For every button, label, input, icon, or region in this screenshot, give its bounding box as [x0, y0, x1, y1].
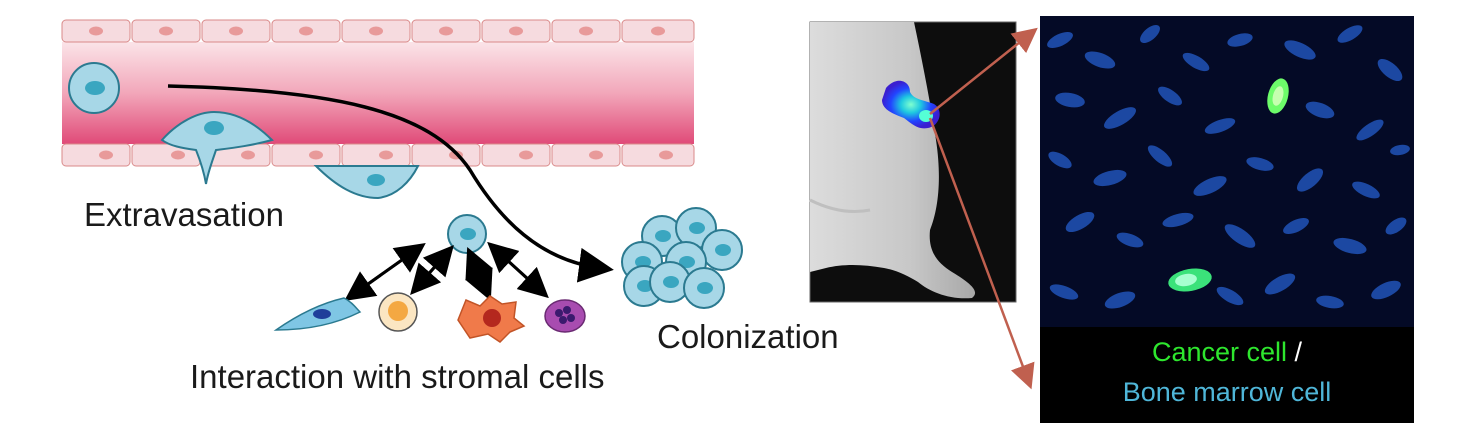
circulating-tumor-cell: [68, 62, 120, 114]
endothelial-cell: [271, 19, 341, 43]
interaction-label: Interaction with stromal cells: [190, 358, 605, 395]
legend-separator: /: [1287, 337, 1303, 367]
endothelial-cell: [131, 19, 201, 43]
cancer-cell-signal: [1267, 78, 1289, 114]
colonization-label: Colonization: [657, 318, 839, 355]
endothelial-cell: [481, 19, 551, 43]
endothelial-cell: [481, 143, 551, 167]
legend-line-bone-marrow: Bone marrow cell: [1040, 377, 1414, 408]
bone-marrow-nuclei: [1047, 25, 1410, 309]
stromal-interaction-group: [273, 214, 586, 343]
mouse-tail-shadow: [809, 198, 871, 214]
endothelial-cell: [341, 143, 411, 167]
endothelial-cell: [271, 143, 341, 167]
mouse-body: [810, 22, 976, 299]
endothelial-cell: [61, 19, 131, 43]
endothelial-cell: [621, 19, 695, 43]
colonization-cluster: [621, 207, 743, 309]
round-stromal-cell: [378, 292, 418, 332]
interaction-arrow: [487, 241, 549, 299]
fibroblast-cell: [273, 297, 362, 331]
vessel-lumen: [62, 42, 694, 144]
endothelial-cell: [551, 19, 621, 43]
endothelial-cell: [411, 143, 481, 167]
legend-line-cancer: Cancer cell /: [1040, 337, 1414, 368]
endothelial-cell: [131, 143, 201, 167]
migrating-tumor-cell: [313, 165, 420, 200]
zoom-arrow-top: [929, 27, 1038, 115]
endothelial-cell: [621, 143, 695, 167]
endothelium-top: [61, 19, 695, 43]
zoom-arrow-bottom: [928, 117, 1035, 390]
cluster-cell: [675, 207, 717, 249]
cancer-cell-signal: [1168, 268, 1212, 292]
legend-bone-marrow-cell: Bone marrow cell: [1122, 377, 1332, 407]
endothelial-cell: [551, 143, 621, 167]
mouse-bioluminescence-image: [809, 21, 1017, 303]
central-tumor-cell: [447, 214, 487, 254]
extravasating-tumor-cell: [160, 110, 274, 185]
micrograph-legend: Cancer cell / Bone marrow cell: [1040, 327, 1414, 423]
endothelial-cell: [341, 19, 411, 43]
endothelial-cell: [411, 19, 481, 43]
legend-cancer-cell: Cancer cell: [1151, 337, 1288, 367]
macrophage-cell: [457, 295, 526, 343]
migration-path-arrow: [167, 84, 614, 283]
interaction-arrow: [410, 244, 454, 296]
cluster-cell: [701, 229, 743, 271]
endothelial-cell: [201, 19, 271, 43]
endothelium-bottom: [61, 143, 695, 167]
blood-vessel: [61, 19, 695, 167]
granulocyte-cell: [544, 299, 586, 333]
fluorescence-micrograph: [1040, 16, 1414, 328]
endothelial-cell: [61, 143, 131, 167]
interaction-arrow: [465, 247, 493, 301]
cluster-cell: [683, 267, 725, 309]
interaction-arrow: [344, 243, 426, 301]
extravasation-label: Extravasation: [84, 196, 284, 233]
